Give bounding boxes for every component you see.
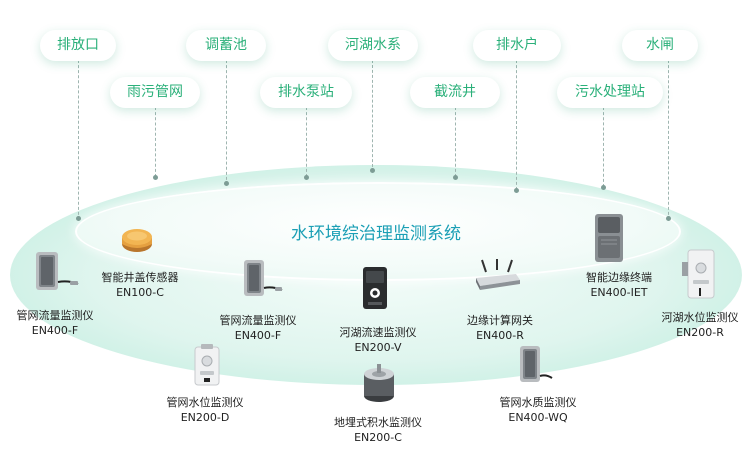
device-label: 地埋式积水监测仪 EN200-C: [326, 415, 430, 445]
pipe-level-meter-icon: [194, 344, 220, 386]
scenario-pill[interactable]: 污水处理站: [557, 77, 663, 108]
edge-gateway-icon: [476, 259, 520, 290]
device-model: EN400-IET: [590, 286, 648, 299]
device-model: EN200-R: [676, 326, 724, 339]
edge-terminal-icon: [595, 214, 623, 262]
connector-dot: [453, 175, 458, 180]
device-name: 河湖水位监测仪: [661, 311, 739, 324]
river-velocity-meter-icon: [363, 267, 387, 309]
pipe-water-quality-meter-icon: [520, 346, 553, 382]
device-model: EN400-WQ: [508, 411, 568, 424]
scenario-pill[interactable]: 雨污管网: [110, 77, 200, 108]
connector-dot: [76, 216, 81, 221]
device-model: EN200-D: [180, 411, 230, 424]
scenario-pill[interactable]: 截流井: [410, 77, 500, 108]
device-model: EN400-F: [234, 329, 282, 342]
device-label: 管网流量监测仪 EN400-F: [213, 313, 303, 343]
pipe-flow-meter-icon: [36, 252, 79, 290]
device-label: 智能井盖传感器 EN100-C: [95, 270, 185, 300]
scenario-pill[interactable]: 排放口: [40, 30, 116, 61]
connector-line: [306, 107, 307, 177]
device-name: 地埋式积水监测仪: [334, 416, 422, 429]
device-label: 河湖水位监测仪 EN200-R: [652, 310, 748, 340]
device-label: 管网水质监测仪 EN400-WQ: [490, 395, 586, 425]
connector-dot: [304, 175, 309, 180]
device-label: 边缘计算网关 EN400-R: [455, 313, 545, 343]
device-label: 河湖流速监测仪 EN200-V: [330, 325, 426, 355]
connector-dot: [224, 181, 229, 186]
device-label: 智能边缘终端 EN400-IET: [574, 270, 664, 300]
connector-line: [372, 60, 373, 172]
device-label: 管网流量监测仪 EN400-F: [10, 308, 100, 338]
device-label: 管网水位监测仪 EN200-D: [160, 395, 250, 425]
device-name: 河湖流速监测仪: [339, 326, 417, 339]
device-model: EN400-F: [31, 324, 79, 337]
device-name: 边缘计算网关: [467, 314, 533, 327]
connector-dot: [601, 185, 606, 190]
buried-waterlogging-meter-icon: [364, 364, 394, 402]
connector-line: [455, 107, 456, 177]
platform-inner-ring: [75, 182, 681, 281]
connector-line: [226, 60, 227, 185]
scenario-pill[interactable]: 调蓄池: [186, 30, 266, 61]
device-model: EN200-V: [354, 341, 402, 354]
scenario-pill[interactable]: 水闸: [622, 30, 698, 61]
device-name: 管网水位监测仪: [166, 396, 244, 409]
connector-dot: [666, 216, 671, 221]
device-model: EN100-C: [116, 286, 164, 299]
manhole-cover-sensor-icon: [122, 229, 152, 252]
connector-line: [516, 60, 517, 190]
connector-line: [155, 107, 156, 177]
scenario-pill[interactable]: 排水泵站: [260, 77, 352, 108]
pipe-flow-meter-icon: [244, 260, 283, 296]
system-title: 水环境综治理监测系统: [291, 224, 461, 244]
connector-dot: [514, 188, 519, 193]
device-name: 管网流量监测仪: [219, 314, 297, 327]
connector-line: [668, 60, 669, 220]
connector-line: [78, 60, 79, 220]
scenario-pill[interactable]: 河湖水系: [328, 30, 418, 61]
device-name: 管网水质监测仪: [499, 396, 577, 409]
connector-dot: [370, 168, 375, 173]
scenario-pill[interactable]: 排水户: [473, 30, 561, 61]
device-name: 管网流量监测仪: [16, 309, 94, 322]
device-name: 智能边缘终端: [586, 271, 652, 284]
device-name: 智能井盖传感器: [101, 271, 179, 284]
river-level-meter-icon: [682, 249, 715, 299]
device-model: EN400-R: [476, 329, 524, 342]
device-model: EN200-C: [354, 431, 402, 444]
connector-dot: [153, 175, 158, 180]
connector-line: [603, 107, 604, 187]
